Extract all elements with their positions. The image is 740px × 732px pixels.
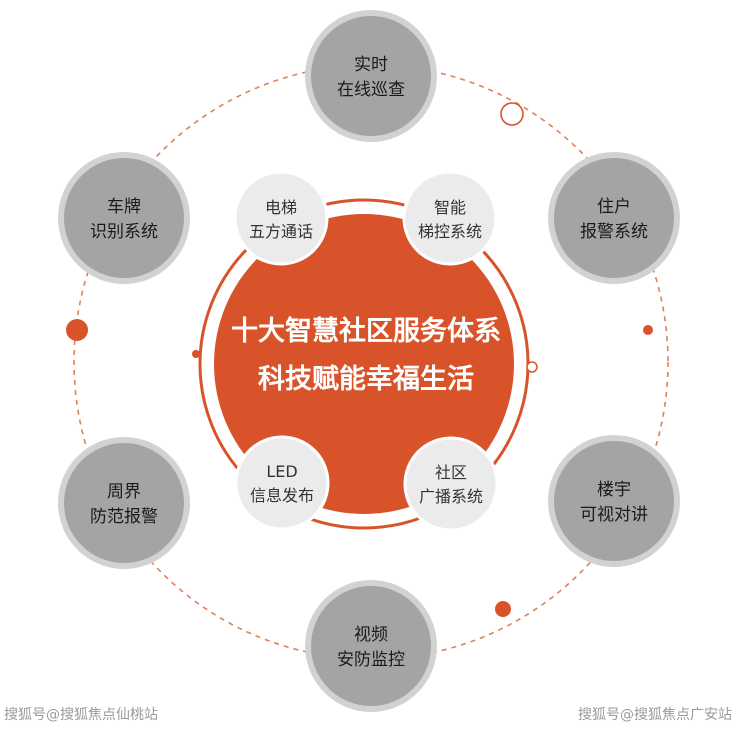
inner-node-label: 广播系统 [419, 487, 483, 506]
inner-node-label: 社区 [435, 463, 467, 482]
outer-node-label: 报警系统 [580, 222, 648, 242]
center-title-line1: 十大智慧社区服务体系 [231, 315, 501, 347]
outer-node-label: 识别系统 [90, 222, 158, 242]
inner-node-label: LED [266, 462, 297, 481]
outer-node-label: 车牌 [107, 197, 141, 217]
orbit-dot-medium [495, 601, 511, 617]
outer-node-perimeter-alarm: 周界 防范报警 [58, 437, 190, 569]
center-ring-dot-left [192, 350, 200, 358]
watermark-left: 搜狐号@搜狐焦点仙桃站 [4, 707, 158, 723]
outer-node-label: 视频 [354, 625, 388, 645]
inner-node-label: 信息发布 [250, 486, 314, 505]
inner-node-led-info: LED 信息发布 [234, 435, 330, 531]
outer-node-label: 楼宇 [597, 480, 631, 500]
center-ring-dot-right [526, 361, 538, 373]
inner-node-label: 电梯 [265, 198, 297, 217]
inner-node-elevator-intercom: 电梯 五方通话 [233, 170, 329, 266]
inner-node-elevator-control: 智能 梯控系统 [402, 170, 498, 266]
watermark-right: 搜狐号@搜狐焦点广安站 [578, 707, 732, 723]
inner-node-community-broadcast: 社区 广播系统 [403, 436, 499, 532]
outer-node-label: 在线巡查 [337, 80, 405, 100]
outer-node-label: 可视对讲 [580, 505, 648, 525]
orbit-dot-hollow [500, 102, 524, 126]
outer-node-realtime-patrol: 实时 在线巡查 [305, 10, 437, 142]
outer-node-video-intercom: 楼宇 可视对讲 [548, 435, 680, 567]
inner-node-label: 五方通话 [249, 222, 313, 241]
outer-orbit [73, 64, 669, 660]
outer-node-resident-alarm: 住户 报警系统 [548, 152, 680, 284]
outer-node-video-surveillance: 视频 安防监控 [305, 580, 437, 712]
outer-node-label: 周界 [107, 482, 141, 502]
outer-node-label: 实时 [354, 55, 388, 75]
inner-node-label: 智能 [434, 198, 466, 217]
outer-node-plate-recognition: 车牌 识别系统 [58, 152, 190, 284]
inner-node-label: 梯控系统 [418, 222, 482, 241]
outer-node-label: 防范报警 [90, 507, 158, 527]
center-title-line2: 科技赋能幸福生活 [258, 363, 474, 395]
outer-node-label: 住户 [597, 197, 631, 217]
outer-node-label: 安防监控 [337, 650, 405, 670]
orbit-dot-large [66, 319, 88, 341]
orbit-dot-small [643, 325, 653, 335]
